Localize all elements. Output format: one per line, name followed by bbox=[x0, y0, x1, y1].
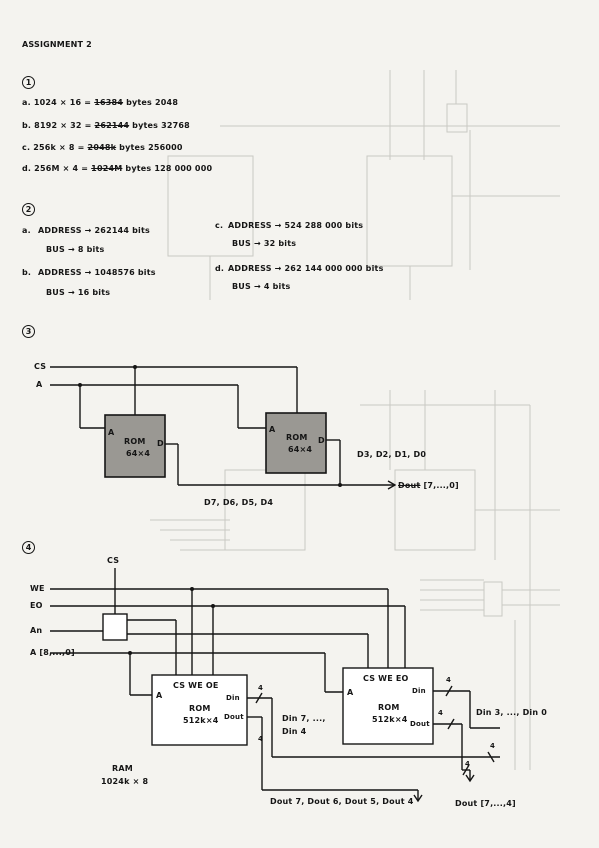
q4-din-lower-label: Din 3, ..., Din 0 bbox=[476, 708, 548, 717]
q3-rom1-name: ROM bbox=[124, 437, 146, 446]
q3-rom1-pin-d: D bbox=[157, 439, 164, 448]
q1-d-expression: 256M × 4 = bbox=[34, 164, 89, 173]
q1-a-label: a. bbox=[22, 98, 31, 107]
q4-decoder-box bbox=[102, 613, 128, 641]
q1-b-answer: 32768 bbox=[161, 121, 190, 130]
question-1-number: 1 bbox=[22, 76, 35, 89]
q4-width-label-4: 4 bbox=[438, 709, 444, 717]
q3-rom2-name: ROM bbox=[286, 433, 308, 442]
q4-ram-size: 1024k × 8 bbox=[101, 777, 149, 786]
q4-we-label: WE bbox=[30, 584, 45, 593]
q1-d-unit: bytes bbox=[125, 164, 152, 173]
q4-width-label-5: 4 bbox=[490, 742, 496, 750]
q3-a-label: A bbox=[36, 380, 43, 389]
q1-b-struck-value: 262144 bbox=[94, 121, 130, 130]
q2-d-label: d. bbox=[215, 264, 225, 273]
q4-width-label-3: 4 bbox=[446, 676, 452, 684]
q1-a-expression: 1024 × 16 = bbox=[33, 98, 92, 107]
q1-b-expression: 8192 × 32 = bbox=[34, 121, 92, 130]
q3-cs-label: CS bbox=[34, 362, 47, 371]
q4-chip1-size: 512k×4 bbox=[183, 716, 219, 725]
q4-chip1-dout: Dout bbox=[224, 713, 244, 721]
question-3-number: 3 bbox=[22, 325, 35, 338]
q1-b-unit: bytes bbox=[132, 121, 159, 130]
q3-d-low-label: D3, D2, D1, D0 bbox=[357, 450, 427, 459]
q1-line-c: c. 256k × 8 = 2048k bytes 256000 bbox=[22, 143, 183, 152]
q2-b-bus: BUS → 16 bits bbox=[46, 288, 111, 297]
q2-c-bus: BUS → 32 bits bbox=[232, 239, 297, 248]
q4-an-label: An bbox=[30, 626, 43, 635]
q4-chip1-pin-a: A bbox=[156, 691, 163, 700]
q3-rom-chip-1 bbox=[104, 414, 166, 478]
q1-c-expression: 256k × 8 = bbox=[33, 143, 85, 152]
q2-b-label: b. bbox=[22, 268, 32, 277]
question-4-number: 4 bbox=[22, 541, 35, 554]
page-title: ASSIGNMENT 2 bbox=[22, 40, 92, 49]
q1-c-struck-value: 2048k bbox=[87, 143, 117, 152]
q2-d-address: ADDRESS → 262 144 000 000 bits bbox=[228, 264, 384, 273]
q3-d-high-label: D7, D6, D5, D4 bbox=[204, 498, 274, 507]
q4-chip2-pin-a: A bbox=[347, 688, 354, 697]
q4-din-upper-label: Din 7, ..., bbox=[282, 714, 326, 723]
q4-chip2-pins: CS WE EO bbox=[363, 674, 409, 683]
q4-din-upper-label-2: Din 4 bbox=[282, 727, 307, 736]
q3-dout-label: Dout [7,...,0] bbox=[398, 481, 459, 490]
q4-ram-label: RAM bbox=[112, 764, 133, 773]
q4-a-bus-label: A [8,...,0] bbox=[30, 648, 75, 657]
q1-d-label: d. bbox=[22, 164, 32, 173]
q2-a-label: a. bbox=[22, 226, 31, 235]
q4-chip2-name: ROM bbox=[378, 703, 400, 712]
q1-d-answer: 128 000 000 bbox=[154, 164, 213, 173]
q1-a-unit: bytes bbox=[126, 98, 153, 107]
q4-rom-chip-1 bbox=[151, 674, 248, 746]
q4-chip1-name: ROM bbox=[189, 704, 211, 713]
q4-width-label-6: 4 bbox=[465, 760, 471, 768]
q4-width-label-1: 4 bbox=[258, 684, 264, 692]
q1-line-b: b. 8192 × 32 = 262144 bytes 32768 bbox=[22, 121, 190, 130]
q4-chip1-pins: CS WE OE bbox=[173, 681, 219, 690]
q4-chip2-dout: Dout bbox=[410, 720, 430, 728]
q4-chip1-din: Din bbox=[226, 694, 240, 702]
q4-dout-lower-label: Dout [7,...,4] bbox=[455, 799, 516, 808]
question-2-number: 2 bbox=[22, 203, 35, 216]
q3-rom2-size: 64×4 bbox=[288, 445, 313, 454]
q1-d-struck-value: 1024M bbox=[91, 164, 123, 173]
q4-chip2-din: Din bbox=[412, 687, 426, 695]
q3-rom-chip-2 bbox=[265, 412, 327, 474]
q1-line-a: a. 1024 × 16 = 16384 bytes 2048 bbox=[22, 98, 178, 107]
q3-rom1-pin-a: A bbox=[108, 428, 115, 437]
q2-d-bus: BUS → 4 bits bbox=[232, 282, 291, 291]
q1-line-d: d. 256M × 4 = 1024M bytes 128 000 000 bbox=[22, 164, 212, 173]
q3-rom2-pin-d: D bbox=[318, 436, 325, 445]
q2-a-address: ADDRESS → 262144 bits bbox=[38, 226, 150, 235]
q1-a-struck-value: 16384 bbox=[94, 98, 124, 107]
q4-chip2-size: 512k×4 bbox=[372, 715, 408, 724]
q4-width-label-2: 4 bbox=[258, 735, 264, 743]
q2-c-label: c. bbox=[215, 221, 224, 230]
q2-a-bus: BUS → 8 bits bbox=[46, 245, 105, 254]
q1-a-answer: 2048 bbox=[155, 98, 179, 107]
q1-c-answer: 256000 bbox=[148, 143, 183, 152]
q2-c-address: ADDRESS → 524 288 000 bits bbox=[228, 221, 364, 230]
q2-b-address: ADDRESS → 1048576 bits bbox=[38, 268, 156, 277]
q3-dout-struck: Dout bbox=[398, 481, 421, 490]
q1-b-label: b. bbox=[22, 121, 32, 130]
q3-dout-bus: [7,...,0] bbox=[423, 481, 459, 490]
q4-rom-chip-2 bbox=[342, 667, 434, 745]
q3-rom2-pin-a: A bbox=[269, 425, 276, 434]
q1-c-unit: bytes bbox=[119, 143, 146, 152]
q3-rom1-size: 64×4 bbox=[126, 449, 151, 458]
q4-dout-upper-label: Dout 7, Dout 6, Dout 5, Dout 4 bbox=[270, 797, 414, 806]
q1-c-label: c. bbox=[22, 143, 31, 152]
q4-eo-label: EO bbox=[30, 601, 43, 610]
q4-cs-label: CS bbox=[107, 556, 120, 565]
